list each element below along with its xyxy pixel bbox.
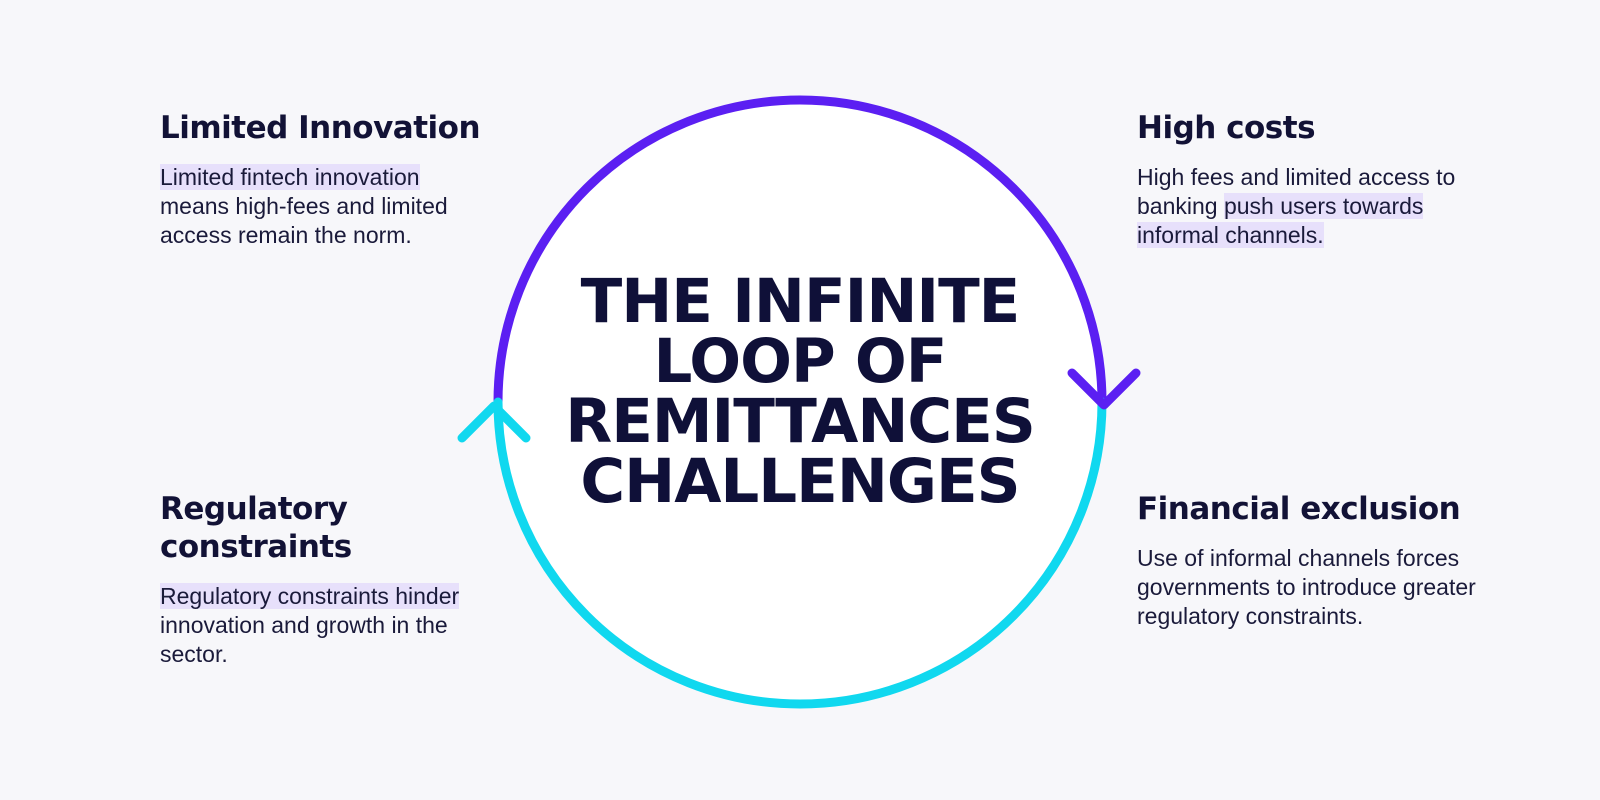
body-text: High fees and limited access to banking <box>1137 164 1456 219</box>
block-regulatory-constraints: Regulatory constraints Regulatory constr… <box>160 490 500 669</box>
loop-arc-top <box>493 95 1107 407</box>
block-heading: High costs <box>1137 110 1316 146</box>
diagram-title: THE INFINITE LOOP OF REMITTANCES CHALLEN… <box>560 266 1040 517</box>
title-line: REMITTANCES <box>565 386 1036 457</box>
center-circle <box>498 100 1102 704</box>
block-description: High fees and limited access to banking … <box>1137 163 1467 250</box>
block-high-costs: High costs High fees and limited access … <box>1137 109 1467 250</box>
body-text: innovation and growth in the sector. <box>160 612 448 667</box>
block-financial-exclusion: Financial exclusion Use of informal chan… <box>1137 490 1477 631</box>
block-heading: Regulatory constraints <box>160 491 352 565</box>
title-line: CHALLENGES <box>580 446 1020 517</box>
highlighted-text: Limited fintech innovation <box>160 164 420 190</box>
title-line: LOOP OF <box>653 326 948 397</box>
block-description: Regulatory constraints hinder innovation… <box>160 582 500 669</box>
title-line: THE INFINITE <box>580 266 1021 337</box>
block-description: Limited fintech innovation means high-fe… <box>160 163 490 250</box>
block-limited-innovation: Limited Innovation Limited fintech innov… <box>160 109 490 250</box>
block-description: Use of informal channels forces governme… <box>1137 545 1476 629</box>
body-text: means high-fees and limited access remai… <box>160 193 448 248</box>
arrow-down-icon <box>1067 368 1141 410</box>
block-heading: Financial exclusion <box>1137 491 1461 527</box>
block-heading: Limited Innovation <box>160 110 481 146</box>
highlighted-text: Regulatory constraints hinder <box>160 583 460 609</box>
arrow-up-icon <box>457 401 531 443</box>
loop-arc-bottom <box>493 397 1107 709</box>
